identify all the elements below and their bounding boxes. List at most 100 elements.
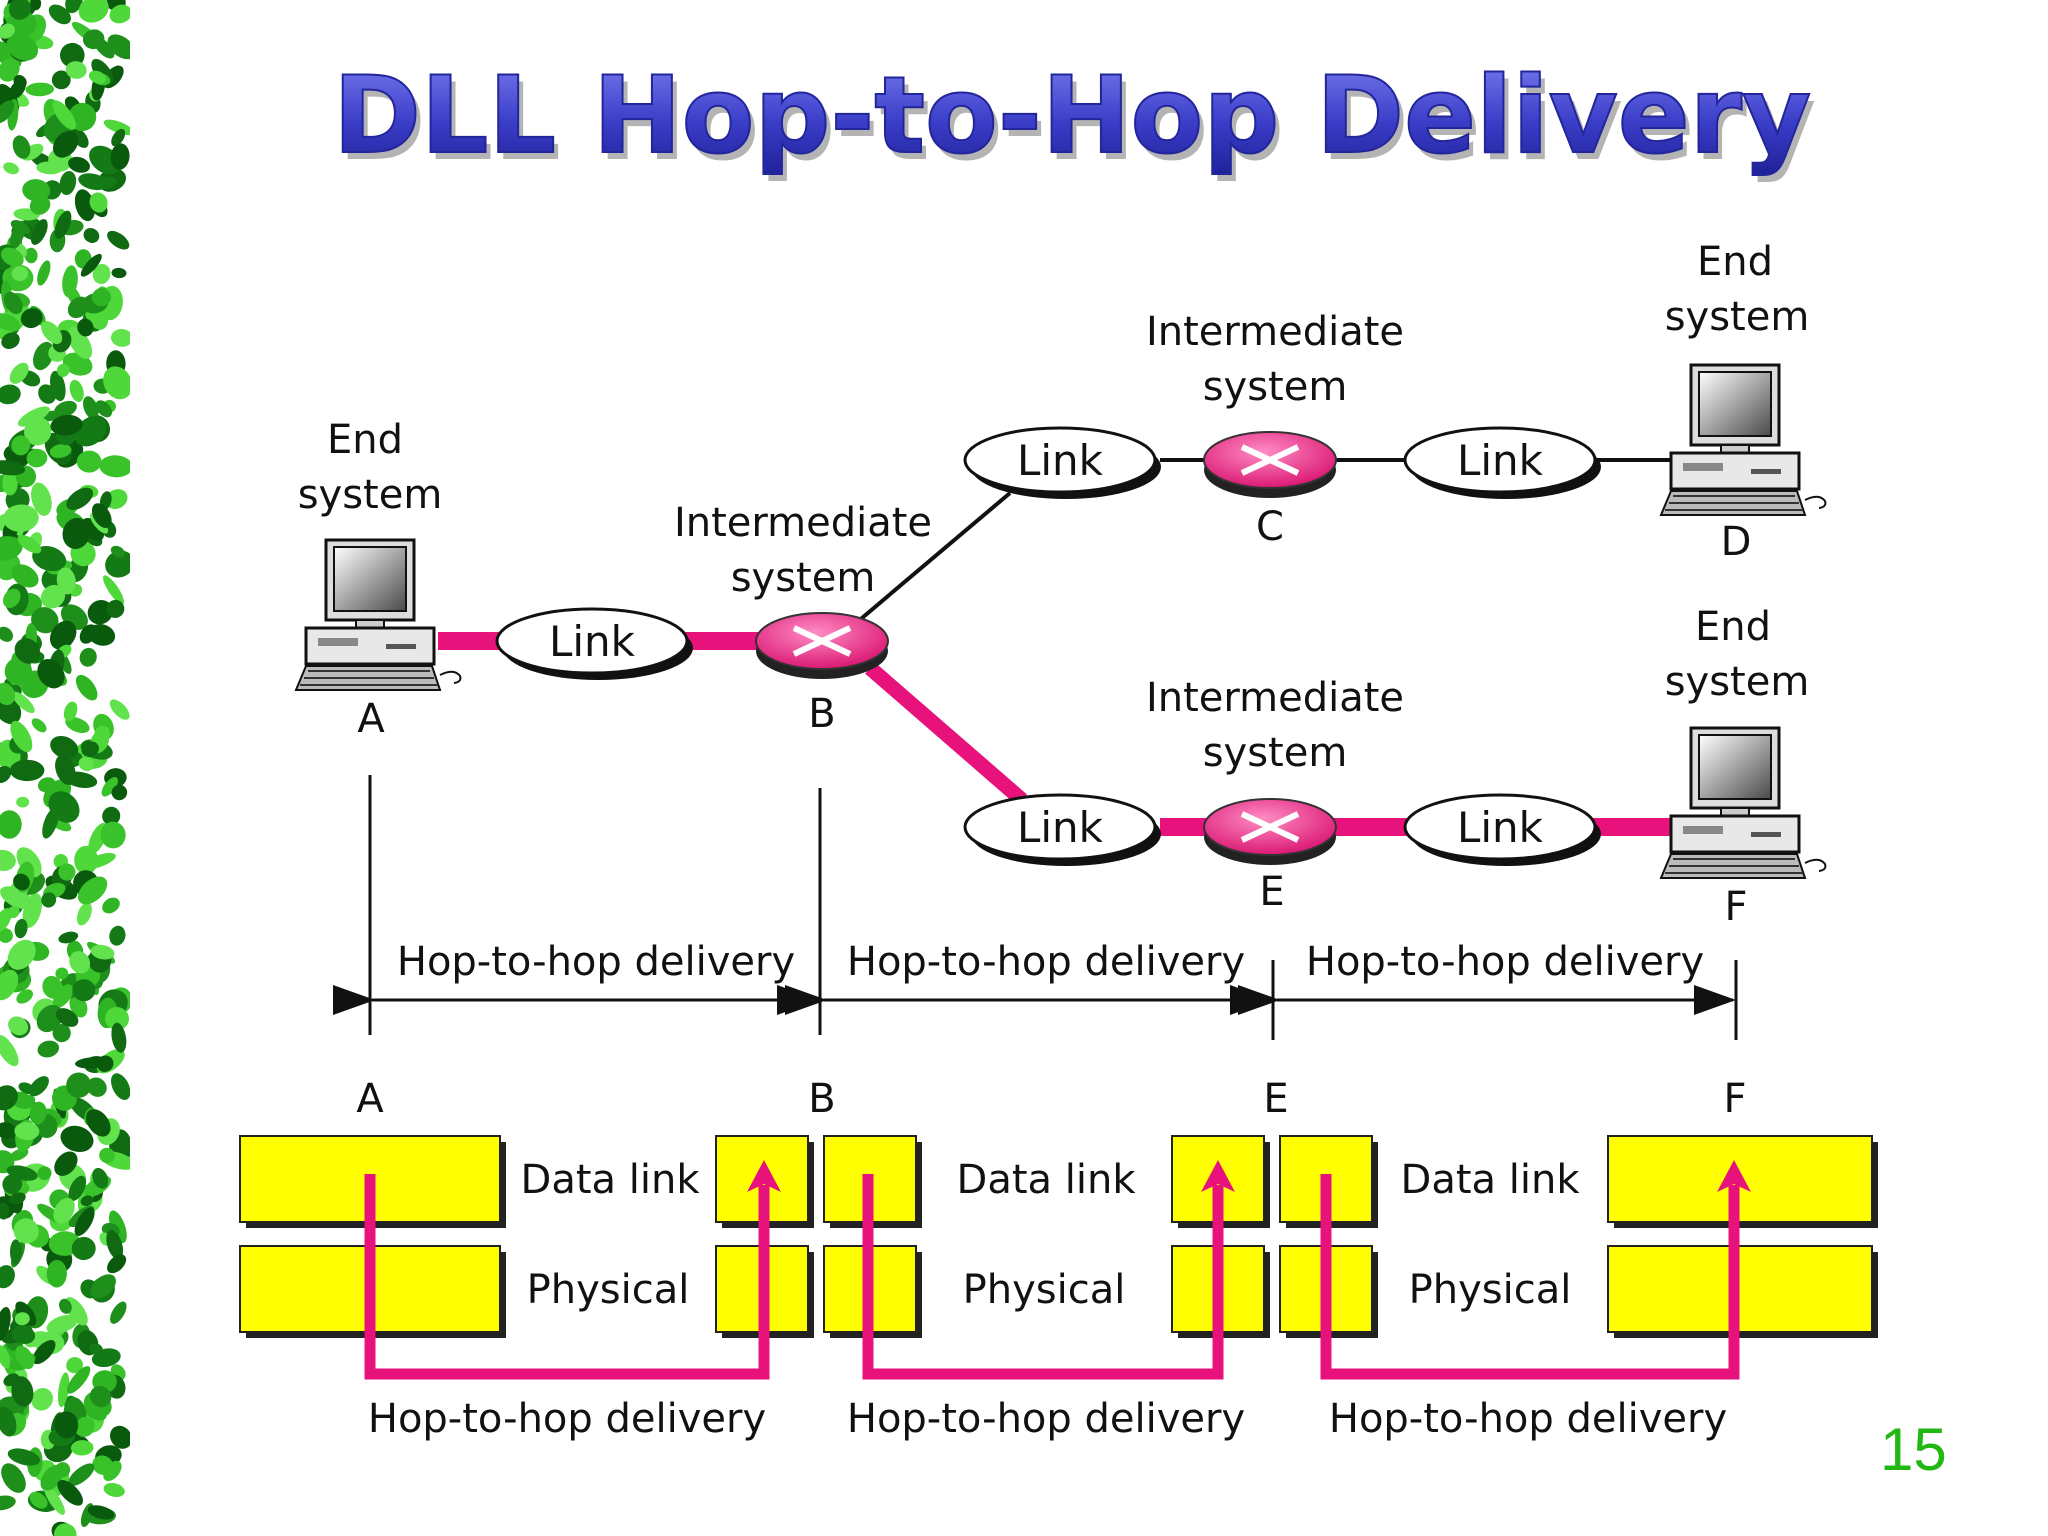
leaf-shape xyxy=(43,1484,66,1515)
page-number: 15 xyxy=(1880,1416,1947,1483)
leaf-shape xyxy=(68,156,90,173)
leaf-shape xyxy=(71,1236,96,1261)
leaf-shape xyxy=(101,777,118,797)
leaf-shape xyxy=(13,873,30,891)
leaf-shape xyxy=(31,1388,53,1411)
leaf-shape xyxy=(0,313,21,332)
node-f-caption-line2: system xyxy=(1665,659,1810,705)
leaf-shape xyxy=(31,607,59,634)
leaf-shape xyxy=(0,626,14,642)
leaf-shape xyxy=(63,701,78,722)
leaf-shape xyxy=(2,471,18,496)
leaf-shape xyxy=(16,989,34,1004)
leaf-shape xyxy=(53,1197,75,1224)
leaf-shape xyxy=(80,1195,94,1207)
computer-icon xyxy=(1659,363,1827,516)
leaf-shape xyxy=(69,379,84,402)
leaf-shape xyxy=(105,489,128,510)
leaf-shape xyxy=(76,450,102,473)
leaf-shape xyxy=(6,34,39,61)
slide-title: DLL Hop-to-Hop Delivery xyxy=(333,54,1811,177)
leaf-shape xyxy=(1,1463,26,1493)
leaf-shape xyxy=(14,638,41,664)
link-ellipse-ef: Link xyxy=(1403,793,1601,866)
node-d-letter: D xyxy=(1721,519,1752,565)
station-a-label: A xyxy=(356,1076,384,1122)
leaf-shape xyxy=(111,267,127,279)
leaf-shape xyxy=(10,1239,22,1265)
layer-label-datalink: Data link xyxy=(521,1157,701,1203)
leaf-shape xyxy=(25,82,55,97)
leaf-shape xyxy=(37,659,65,689)
leaf-shape xyxy=(6,1165,38,1181)
leaf-shape xyxy=(66,1072,92,1098)
leaf-shape xyxy=(0,1034,19,1067)
leaf-shape xyxy=(0,384,21,405)
leaf-shape xyxy=(54,1151,78,1176)
leaf-shape xyxy=(4,291,23,315)
leaf-shape xyxy=(65,61,87,79)
leaf-shape xyxy=(110,545,125,558)
bottom-hop-label-2: Hop-to-hop delivery xyxy=(847,1396,1245,1442)
leaf-shape xyxy=(0,1406,17,1437)
leaf-shape xyxy=(0,58,20,82)
link-ellipse-be: Link xyxy=(963,793,1161,866)
delivery-arrowheads xyxy=(747,1160,1751,1192)
leaf-shape xyxy=(87,1505,115,1520)
leaf-shape xyxy=(89,1343,103,1355)
leaf-shape xyxy=(106,1230,124,1260)
layer-label-physical: Physical xyxy=(963,1267,1126,1313)
link-label: Link xyxy=(1457,803,1544,852)
leaf-shape xyxy=(92,263,111,285)
leaf-shape xyxy=(49,444,72,458)
leaf-shape xyxy=(1,332,20,349)
leaf-shape xyxy=(14,1122,40,1141)
leaf-shape xyxy=(29,1076,49,1097)
leaf-shape xyxy=(3,162,19,175)
leaf-shape xyxy=(81,741,100,758)
leaf-shape xyxy=(56,363,70,377)
leaf-shape xyxy=(0,682,16,706)
station-b-label: B xyxy=(808,1076,835,1122)
leaf-shape xyxy=(11,266,29,282)
leaf-shape xyxy=(7,906,20,919)
leaf-shape xyxy=(8,0,32,20)
leaf-shape xyxy=(103,119,130,136)
leaf-shape xyxy=(76,902,92,926)
layer-label-datalink: Data link xyxy=(957,1157,1137,1203)
leaf-shape xyxy=(91,288,112,307)
leaf-shape xyxy=(74,189,96,222)
leaf-shape xyxy=(0,969,19,1001)
leaf-shape xyxy=(9,1148,29,1162)
leaf-shape xyxy=(111,784,128,801)
leaf-shape xyxy=(8,1016,29,1036)
leaf-shape xyxy=(13,1218,39,1244)
leaf-shape xyxy=(14,1312,30,1326)
leaf-shape xyxy=(50,735,79,759)
leaf-shape xyxy=(10,720,33,753)
leaf-shape xyxy=(90,1274,116,1299)
leaf-shape xyxy=(29,1101,47,1125)
leaf-shape xyxy=(70,1440,94,1456)
leaf-shape xyxy=(54,210,72,239)
link-label: Link xyxy=(1457,436,1544,485)
leaf-shape xyxy=(0,849,16,871)
leaf-shape xyxy=(99,455,130,478)
leaf-shape xyxy=(36,161,63,175)
leaf-shape xyxy=(31,482,52,516)
link-ellipse-cd: Link xyxy=(1403,426,1601,499)
leaf-shape xyxy=(0,1265,15,1289)
leaf-shape xyxy=(10,220,31,235)
leaf-shape xyxy=(86,1109,111,1137)
leaf-shape xyxy=(109,925,126,946)
leaf-shape xyxy=(55,755,76,785)
delivery-paths xyxy=(364,1174,1740,1380)
leaf-shape xyxy=(74,1416,95,1437)
leaf-shape xyxy=(66,1366,91,1394)
leaf-shape xyxy=(105,550,130,578)
node-e-caption-line2: system xyxy=(1203,730,1348,776)
leaf-shape xyxy=(82,29,105,50)
leaf-shape xyxy=(75,674,98,701)
leaf-shape xyxy=(79,647,97,667)
leaf-shape xyxy=(11,564,39,588)
